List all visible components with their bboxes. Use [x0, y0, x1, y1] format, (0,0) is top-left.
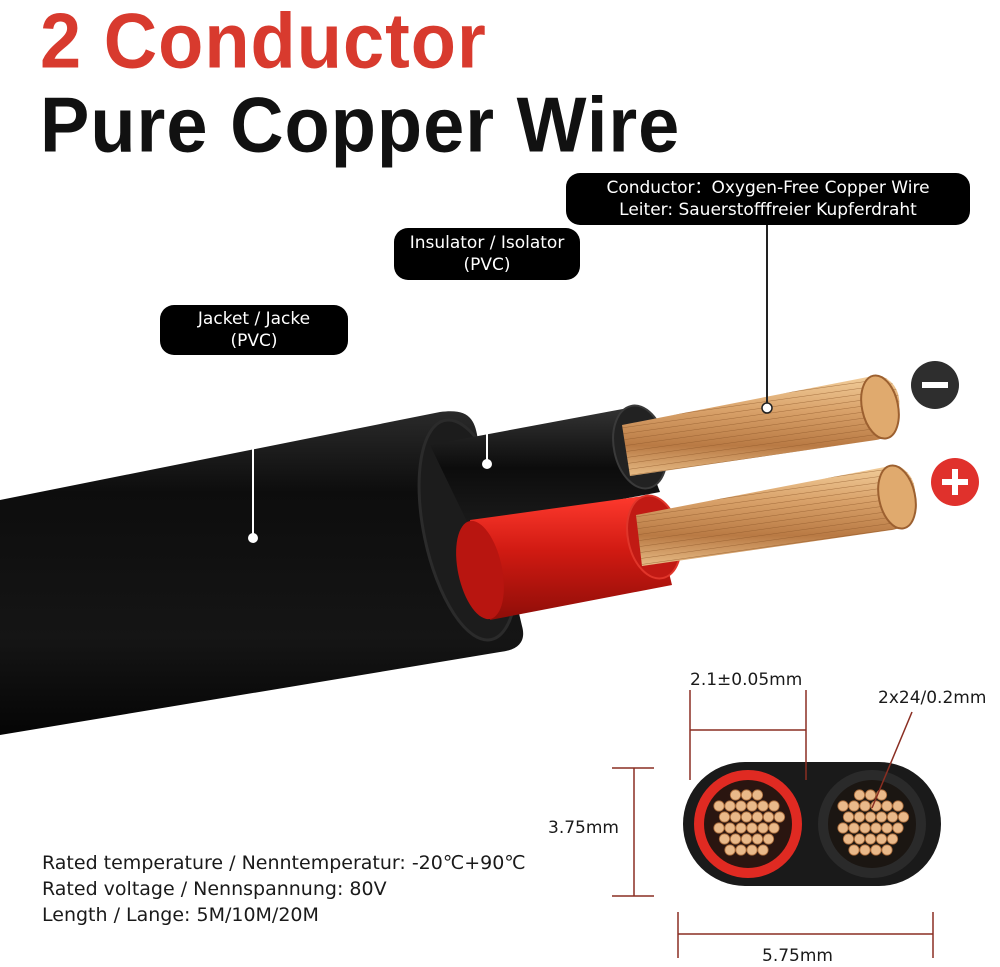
- strand-dot: [713, 800, 725, 812]
- strand-dot: [859, 844, 871, 856]
- plus-bar-vertical: [952, 469, 958, 495]
- jacket-marker-dot: [248, 533, 258, 543]
- strand-dot: [870, 844, 882, 856]
- strand-dot: [886, 833, 899, 845]
- core-strands-left: [713, 789, 786, 856]
- strand-dot: [713, 822, 725, 834]
- strand-dot: [881, 800, 893, 812]
- strand-dot: [859, 800, 871, 812]
- strand-dot: [870, 822, 882, 834]
- strand-dot: [757, 844, 769, 856]
- insulator-callout: Insulator / Isolator (PVC): [394, 228, 580, 280]
- strand-dot: [735, 844, 747, 856]
- strand-dot: [886, 811, 899, 823]
- strand-dot: [746, 800, 758, 812]
- strand-dot: [864, 811, 877, 823]
- strand-dot: [751, 833, 764, 845]
- conductor-marker-dot: [761, 402, 773, 414]
- strand-dot: [773, 811, 786, 823]
- strand-dot: [762, 811, 775, 823]
- core-strands-right: [837, 789, 910, 856]
- strand-dot: [751, 811, 764, 823]
- strand-dot: [864, 789, 877, 801]
- copper-strands-positive: [636, 464, 917, 566]
- strand-dot: [881, 844, 893, 856]
- jacket-callout-line2: (PVC): [230, 331, 278, 351]
- conductor-callout: Conductor：Oxygen-Free Copper Wire Leiter…: [566, 173, 970, 225]
- strand-dot: [853, 811, 866, 823]
- strand-dot: [724, 844, 736, 856]
- strand-dot: [875, 833, 888, 845]
- conductor-callout-line2: Leiter: Sauerstofffreier Kupferdraht: [619, 200, 917, 220]
- strand-dot: [768, 800, 780, 812]
- strand-dot: [842, 833, 855, 845]
- jacket-callout: Jacket / Jacke (PVC): [160, 305, 348, 355]
- strand-dot: [837, 822, 849, 834]
- insulator-callout-line2: (PVC): [463, 255, 511, 275]
- strand-dot: [897, 811, 910, 823]
- strand-dot: [740, 811, 753, 823]
- strand-dot: [724, 822, 736, 834]
- strand-dot: [729, 789, 742, 801]
- strand-dot: [751, 789, 764, 801]
- strand-dot: [848, 800, 860, 812]
- strand-dot: [718, 811, 731, 823]
- cross-section-diagram: [612, 690, 941, 958]
- width-label: 5.75mm: [762, 946, 833, 966]
- spec-length: Length / Lange: 5M/10M/20M: [42, 904, 319, 926]
- strand-dot: [740, 789, 753, 801]
- strand-dot: [757, 822, 769, 834]
- height-label: 3.75mm: [548, 818, 619, 838]
- strand-dot: [762, 833, 775, 845]
- headline-line1: 2 Conductor: [40, 0, 487, 85]
- core-diameter-label: 2.1±0.05mm: [690, 670, 803, 690]
- strand-dot: [718, 833, 731, 845]
- strand-dot: [735, 822, 747, 834]
- strand-dot: [892, 822, 904, 834]
- strand-dot: [859, 822, 871, 834]
- strand-dot: [740, 833, 753, 845]
- strand-dot: [864, 833, 877, 845]
- strand-dot: [729, 811, 742, 823]
- strand-dot: [848, 844, 860, 856]
- strand-dot: [735, 800, 747, 812]
- minus-bar: [922, 382, 948, 388]
- strand-dot: [746, 844, 758, 856]
- strand-dot: [729, 833, 742, 845]
- headline-line2: Pure Copper Wire: [40, 80, 681, 169]
- strand-dot: [881, 822, 893, 834]
- strand-dot: [875, 811, 888, 823]
- insulator-marker-dot: [482, 459, 492, 469]
- strand-dot: [837, 800, 849, 812]
- conductor-callout-line1: Conductor：Oxygen-Free Copper Wire: [606, 178, 930, 198]
- strand-dot: [768, 822, 780, 834]
- strands-label: 2x24/0.2mm: [878, 688, 987, 708]
- strand-dot: [724, 800, 736, 812]
- strand-dot: [848, 822, 860, 834]
- strand-dot: [746, 822, 758, 834]
- jacket-callout-line1: Jacket / Jacke: [197, 309, 311, 329]
- insulator-callout-line1: Insulator / Isolator: [409, 233, 565, 253]
- strand-dot: [853, 789, 866, 801]
- strand-dot: [842, 811, 855, 823]
- strand-dot: [853, 833, 866, 845]
- copper-strands-negative: [622, 374, 900, 476]
- spec-voltage: Rated voltage / Nennspannung: 80V: [42, 878, 387, 900]
- strand-dot: [892, 800, 904, 812]
- strand-dot: [757, 800, 769, 812]
- spec-temperature: Rated temperature / Nenntemperatur: -20℃…: [42, 852, 526, 874]
